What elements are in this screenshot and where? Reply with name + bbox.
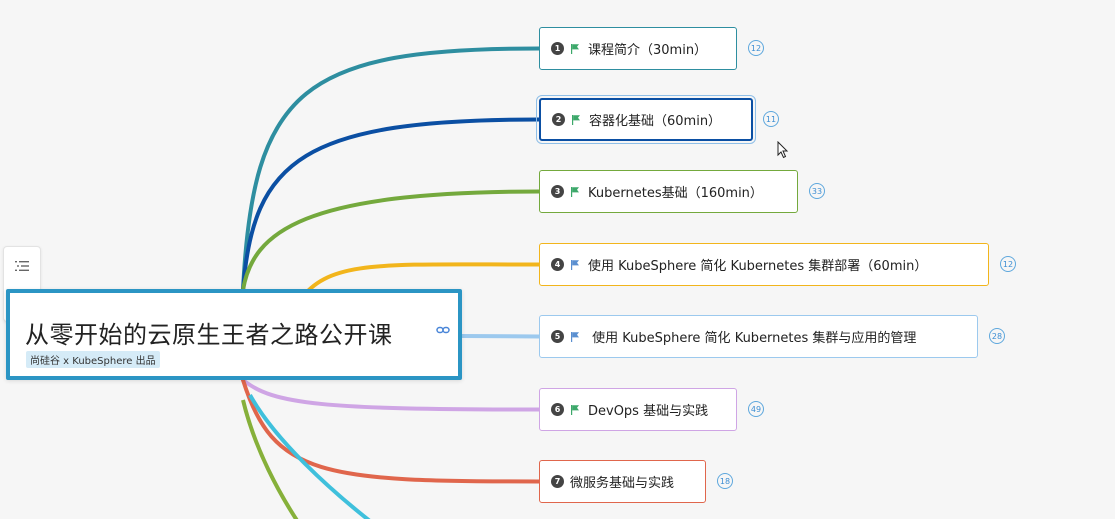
topic-label: 使用 KubeSphere 简化 Kubernetes 集群与应用的管理 (588, 331, 917, 346)
priority-number-badge: 7 (551, 475, 564, 488)
flag-icon (571, 332, 579, 342)
topic-node-4[interactable]: 4 使用 KubeSphere 简化 Kubernetes 集群部署（60min） (539, 243, 989, 286)
priority-number-badge: 3 (551, 185, 564, 198)
branch-line-offscreen (241, 399, 299, 519)
subtopic-count-badge[interactable]: 12 (1000, 256, 1016, 272)
flag-icon (571, 187, 579, 197)
topic-label: DevOps 基础与实践 (588, 404, 709, 419)
branch-line-3 (241, 189, 541, 292)
subtopic-count-badge[interactable]: 12 (748, 40, 764, 56)
priority-number-badge: 6 (551, 403, 564, 416)
flag-icon (572, 115, 580, 125)
branch-line-5 (460, 334, 541, 339)
root-label-tag: 尚硅谷 x KubeSphere 出品 (26, 351, 160, 368)
subtopic-count-badge[interactable]: 33 (809, 183, 825, 199)
flag-icon (571, 260, 579, 270)
topic-label: 课程简介（30min） (588, 43, 708, 58)
topic-node-5[interactable]: 5 使用 KubeSphere 简化 Kubernetes 集群与应用的管理 (539, 315, 978, 358)
topic-node-1[interactable]: 1 课程简介（30min） (539, 27, 737, 70)
mouse-cursor-icon (777, 141, 789, 159)
topic-label: Kubernetes基础（160min） (588, 186, 763, 201)
topic-label: 微服务基础与实践 (570, 476, 675, 491)
subtopic-count-badge[interactable]: 11 (763, 111, 779, 127)
subtopic-count-badge[interactable]: 18 (717, 473, 733, 489)
subtopic-count-badge[interactable]: 28 (989, 328, 1005, 344)
subtopic-count-badge[interactable]: 49 (748, 401, 764, 417)
branch-line-offscreen (248, 394, 371, 519)
priority-number-badge: 4 (551, 258, 564, 271)
branch-line-7 (241, 378, 541, 484)
branch-line-1 (241, 46, 541, 292)
root-topic[interactable]: 从零开始的云原生王者之路公开课 尚硅谷 x KubeSphere 出品 (6, 289, 462, 380)
root-title: 从零开始的云原生王者之路公开课 (25, 321, 393, 349)
outline-list-icon[interactable] (4, 248, 40, 284)
topic-node-3[interactable]: 3 Kubernetes基础（160min） (539, 170, 798, 213)
topic-node-7[interactable]: 7 微服务基础与实践 (539, 460, 706, 503)
branch-line-2 (241, 117, 541, 292)
topic-label: 容器化基础（60min） (589, 114, 722, 129)
flag-icon (571, 44, 579, 54)
flag-icon (571, 405, 579, 415)
priority-number-badge: 1 (551, 42, 564, 55)
topic-node-6[interactable]: 6 DevOps 基础与实践 (539, 388, 737, 431)
priority-number-badge: 5 (551, 330, 564, 343)
branch-line-4 (298, 262, 541, 302)
branch-line-6 (241, 378, 541, 412)
topic-label: 使用 KubeSphere 简化 Kubernetes 集群部署（60min） (588, 259, 928, 274)
topic-node-2[interactable]: 2 容器化基础（60min） (536, 95, 756, 144)
priority-number-badge: 2 (552, 113, 565, 126)
link-icon[interactable] (436, 325, 450, 335)
